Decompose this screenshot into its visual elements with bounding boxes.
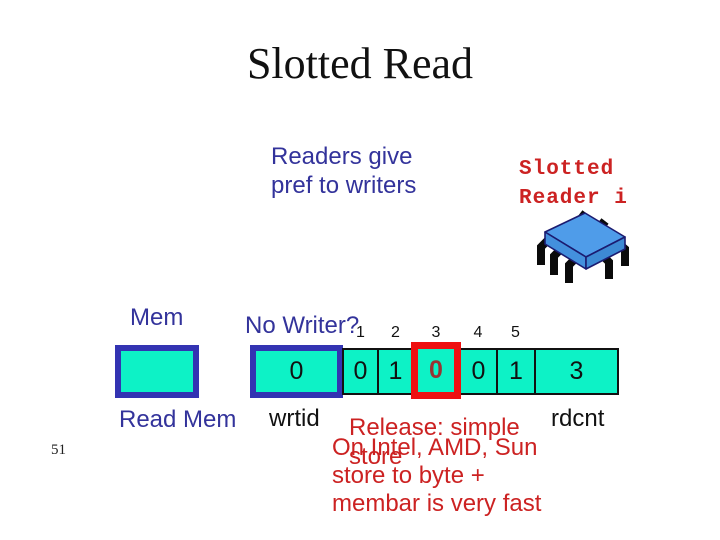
chip-icon xyxy=(537,210,629,283)
note-readers-preference: Readers give pref to writers xyxy=(271,143,417,199)
wrtid-label: wrtid xyxy=(269,405,320,432)
mem-box xyxy=(115,345,199,398)
rdcnt-label: rdcnt xyxy=(551,405,605,432)
slot-cell: 1 xyxy=(377,348,414,395)
slot-cell: 1 xyxy=(496,348,536,395)
rdcnt-box: 3 xyxy=(534,348,619,395)
page-title: Slotted Read xyxy=(246,39,474,88)
slot-cell-highlighted: 0 xyxy=(411,342,461,399)
chip-body xyxy=(544,212,626,270)
slot-index-1: 1 xyxy=(356,324,365,341)
slot-index-5: 5 xyxy=(511,324,520,341)
note-release-simple-store: Release: simple store xyxy=(349,414,520,470)
mem-label: Mem xyxy=(130,304,184,331)
slot-cell: 0 xyxy=(459,348,498,395)
page-number: 51 xyxy=(51,442,66,458)
slot-index-2: 2 xyxy=(391,324,400,341)
note-slotted-reader: Slotted Reader i xyxy=(519,158,628,210)
note-on-intel-amd-sun: On Intel, AMD, Sun store to byte + memba… xyxy=(332,434,542,517)
slot-index-4: 4 xyxy=(473,324,483,341)
no-writer-label: No Writer? xyxy=(245,312,360,339)
slot-index-3: 3 xyxy=(431,324,441,341)
slot-cell: 0 xyxy=(342,348,379,395)
wrtid-box: 0 xyxy=(250,345,343,398)
read-mem-label: Read Mem xyxy=(119,406,237,433)
